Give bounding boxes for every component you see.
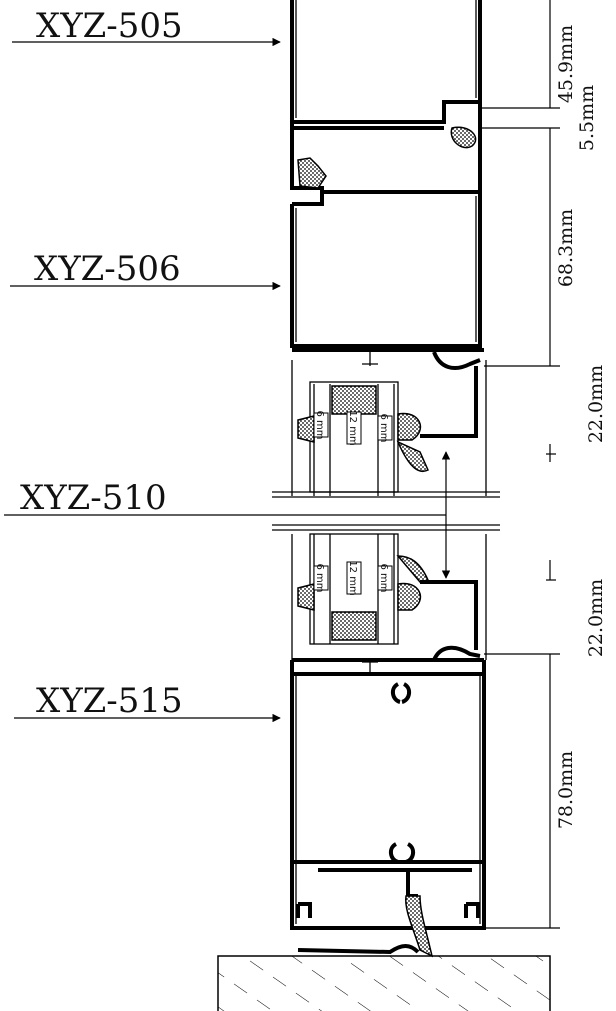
glass-label-lower-outer: 6 mm bbox=[313, 563, 329, 593]
spacer-bar-lower bbox=[331, 611, 377, 641]
profile-xyz-515 bbox=[290, 645, 486, 958]
svg-text:6 mm: 6 mm bbox=[314, 563, 325, 592]
break-lines bbox=[272, 491, 500, 531]
profile-label-xyz-506: XYZ-506 bbox=[34, 249, 181, 289]
dimension-label-45-9: 45.9mm bbox=[555, 25, 577, 103]
spacer-bar-upper bbox=[331, 385, 377, 415]
label-group-xyz-505: XYZ-505 bbox=[12, 6, 281, 47]
dimension-label-22-0-lower: 22.0mm bbox=[585, 579, 607, 657]
dimension-label-78-0: 78.0mm bbox=[555, 751, 577, 829]
svg-text:12 mm: 12 mm bbox=[347, 560, 358, 595]
svg-text:6 mm: 6 mm bbox=[314, 410, 325, 439]
svg-text:6 mm: 6 mm bbox=[378, 413, 389, 442]
glass-label-upper-outer: 6 mm bbox=[313, 410, 329, 440]
dimension-label-22-0-upper: 22.0mm bbox=[585, 365, 607, 443]
profile-xyz-506 bbox=[290, 150, 484, 370]
label-group-xyz-510: XYZ-510 bbox=[4, 478, 446, 518]
svg-text:6 mm: 6 mm bbox=[378, 563, 389, 592]
profile-xyz-505 bbox=[290, 0, 482, 206]
glazing-unit-upper: 6 mm 12 mm 6 mm bbox=[291, 360, 487, 496]
label-group-xyz-515: XYZ-515 bbox=[14, 681, 281, 723]
label-group-xyz-506: XYZ-506 bbox=[10, 249, 281, 291]
dimension-label-5-5: 5.5mm bbox=[576, 85, 598, 151]
glass-label-upper-inner: 6 mm bbox=[377, 413, 393, 443]
dimension-chain bbox=[480, 0, 560, 929]
glass-label-lower-inner: 6 mm bbox=[377, 563, 393, 593]
profile-label-xyz-505: XYZ-505 bbox=[36, 6, 183, 46]
dimension-label-68-3: 68.3mm bbox=[555, 209, 577, 287]
concrete-slab bbox=[217, 955, 551, 1011]
profile-label-xyz-515: XYZ-515 bbox=[36, 681, 183, 721]
profile-label-xyz-510: XYZ-510 bbox=[20, 478, 167, 518]
glazing-unit-lower: 6 mm 12 mm 6 mm bbox=[291, 533, 487, 660]
svg-text:12 mm: 12 mm bbox=[347, 410, 358, 445]
glass-label-upper-cavity: 12 mm bbox=[346, 410, 362, 446]
glass-label-lower-cavity: 12 mm bbox=[346, 560, 362, 596]
